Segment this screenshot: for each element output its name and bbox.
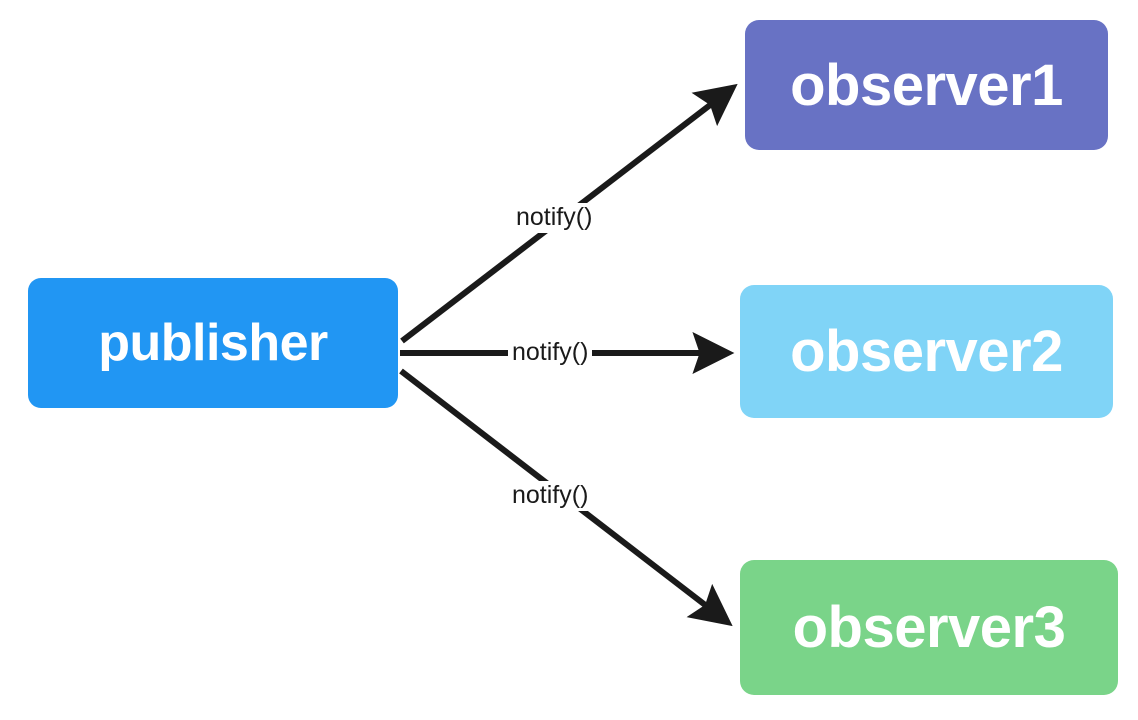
edge-label-notify-observer1: notify() (512, 203, 597, 233)
node-observer2-label: observer2 (790, 319, 1063, 384)
node-observer1[interactable]: observer1 (745, 20, 1108, 150)
edge-label-notify-observer2: notify() (508, 338, 593, 368)
node-observer3-label: observer3 (792, 595, 1066, 660)
node-publisher-label: publisher (98, 314, 328, 372)
node-observer2[interactable]: observer2 (740, 285, 1113, 418)
node-observer1-label: observer1 (790, 52, 1063, 118)
node-observer3[interactable]: observer3 (740, 560, 1118, 695)
node-publisher[interactable]: publisher (28, 278, 398, 408)
edge-label-notify-observer3: notify() (508, 481, 593, 511)
